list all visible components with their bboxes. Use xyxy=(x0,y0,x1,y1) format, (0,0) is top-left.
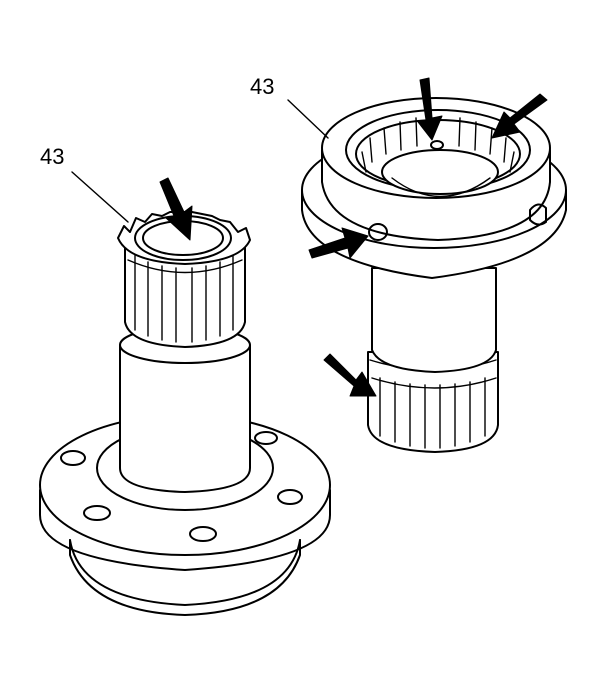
bolt-hole xyxy=(277,489,303,505)
side-port-left xyxy=(368,223,388,241)
right-callout: 43 xyxy=(250,74,329,139)
right-spline-stub xyxy=(367,351,499,453)
right-arrows xyxy=(308,77,548,397)
left-shaft xyxy=(119,326,251,493)
right-neck xyxy=(371,267,497,373)
side-port-right xyxy=(529,203,547,226)
bolt-hole xyxy=(254,431,278,445)
left-callout: 43 xyxy=(40,144,129,223)
arrow-top-left xyxy=(417,77,443,141)
arrow-side-port xyxy=(308,227,369,259)
right-flange xyxy=(301,97,567,279)
bolt-hole xyxy=(83,505,111,521)
callout-label-left: 43 xyxy=(40,144,64,169)
left-spline xyxy=(117,211,251,348)
bolt-hole xyxy=(189,526,217,542)
bolt-hole xyxy=(60,450,86,466)
arrow-top-right xyxy=(491,93,548,139)
left-flange-shaft: 43 xyxy=(39,144,331,616)
callout-label-right: 43 xyxy=(250,74,274,99)
arrow-spline-stub xyxy=(323,353,377,397)
right-housing: 43 xyxy=(250,74,567,453)
left-bore-arrow xyxy=(159,177,193,241)
oil-hole xyxy=(430,140,444,150)
